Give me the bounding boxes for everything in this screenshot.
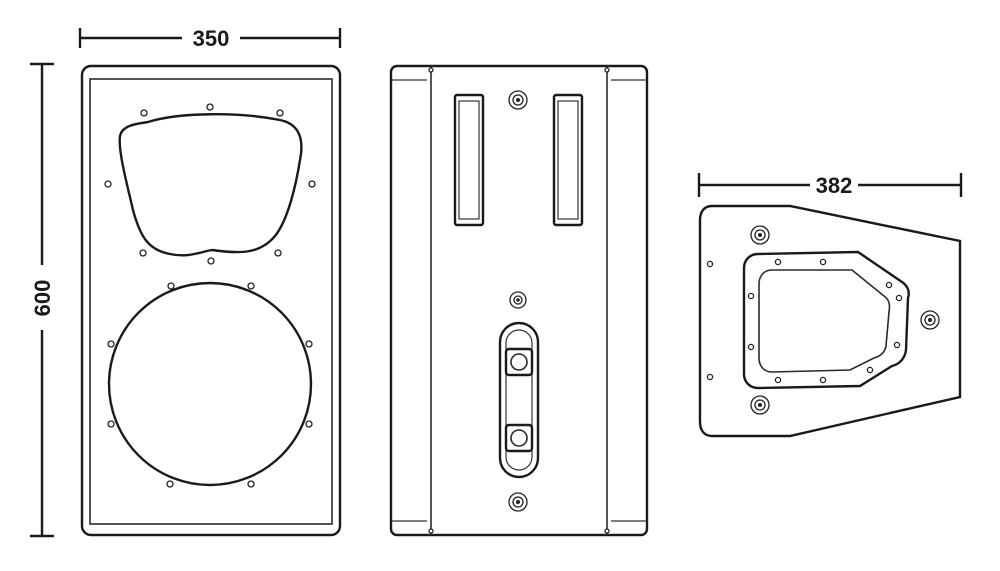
handle-left <box>453 93 485 227</box>
bolt-icon <box>747 343 755 351</box>
bolt-icon <box>167 282 175 290</box>
bolt-icon <box>104 180 112 188</box>
corner-screw-icon <box>604 528 610 534</box>
rigging-point-bottom <box>508 492 528 512</box>
bolt-icon <box>139 249 147 257</box>
corner-screw-icon <box>428 528 434 534</box>
bolt-icon <box>247 282 255 290</box>
rigging-point-upper <box>750 225 770 245</box>
waveguide-bolts <box>747 258 903 384</box>
bolt-icon <box>706 373 714 381</box>
side-width-label: 382 <box>816 173 853 198</box>
dimension-side-width: 382 <box>697 173 963 198</box>
rigging-point-rear <box>920 310 940 330</box>
corner-screw-icon <box>604 67 610 73</box>
front-width-label: 350 <box>193 26 230 51</box>
dimension-height: 600 <box>30 62 55 538</box>
bolt-icon <box>207 257 215 265</box>
connector-plate <box>498 321 540 479</box>
bolt-icon <box>305 420 313 428</box>
bolt-icon <box>206 103 214 111</box>
handle-right <box>552 93 584 227</box>
bolt-icon <box>107 340 115 348</box>
dimension-front-width: 350 <box>78 26 342 51</box>
rigging-point-top <box>508 90 528 110</box>
speakon-connector-top <box>504 347 534 377</box>
side-rigging-points <box>750 225 940 415</box>
bolt-icon <box>247 480 255 488</box>
connector-plate-inner <box>505 329 533 471</box>
bolt-icon <box>895 294 903 302</box>
connector-icon <box>504 347 534 377</box>
woofer-cutout <box>107 281 313 487</box>
rear-cabinet-outline <box>389 64 649 537</box>
bolt-icon <box>274 249 282 257</box>
bolt-icon <box>774 258 782 266</box>
rigging-point-lower <box>750 395 770 415</box>
bolt-icon <box>819 376 827 384</box>
bolt-icon <box>885 281 893 289</box>
handle-left-inner <box>458 100 480 220</box>
bolt-icon <box>774 376 782 384</box>
front-cabinet-outline <box>80 64 342 537</box>
horn-opening <box>118 113 303 257</box>
bolt-icon <box>819 258 827 266</box>
bolt-icon <box>166 480 174 488</box>
waveguide-frame-inner <box>758 269 891 373</box>
rear-view <box>389 64 649 537</box>
front-view <box>80 64 342 537</box>
speakon-connector-bottom <box>504 423 534 453</box>
front-baffle <box>89 78 333 525</box>
connector-icon <box>504 423 534 453</box>
bolt-icon <box>706 260 714 268</box>
bolt-icon <box>308 180 316 188</box>
bolt-icon <box>276 109 284 117</box>
side-view <box>698 204 962 438</box>
bolt-icon <box>107 420 115 428</box>
side-cabinet-outline <box>698 204 962 438</box>
bolt-icon <box>140 109 148 117</box>
woofer-bolts <box>107 282 313 488</box>
corner-screw-icon <box>428 67 434 73</box>
rigging-point-middle <box>509 291 527 309</box>
handle-right-inner <box>557 100 579 220</box>
bolt-icon <box>866 366 874 374</box>
bolt-icon <box>747 292 755 300</box>
bolt-icon <box>893 341 901 349</box>
side-edge-screws <box>706 260 714 381</box>
waveguide-frame-outer <box>742 250 910 390</box>
bolt-icon <box>305 340 313 348</box>
height-label: 600 <box>30 280 55 317</box>
horn-bolts <box>104 103 316 265</box>
